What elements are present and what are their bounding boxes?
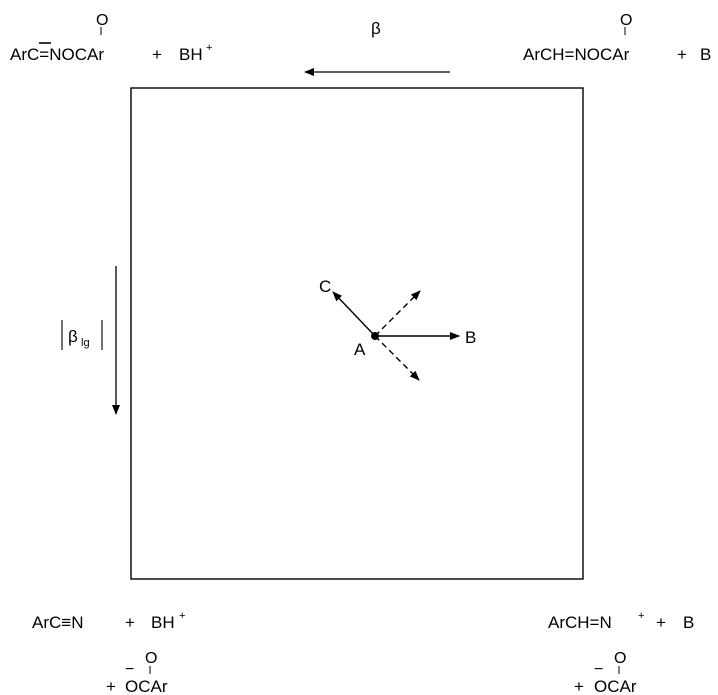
top-axis-label: β [371,19,381,38]
top-right-species: ArCH=NOCAr [523,45,630,64]
top-left-carbonyl-o: O [96,12,108,29]
top-right-carbonyl-o: O [620,12,632,29]
bottom-right-species: ArCH=N [548,613,612,632]
bottom-left-plus: + [125,613,135,632]
top-left-base: BH [179,45,203,64]
bottom-left-leaving-group: OCAr [125,677,168,695]
corner-top-left: O ArC=NOCAr + BH + [10,12,212,64]
bottom-right-leaving-o: O [614,650,626,667]
top-axis: β [304,19,450,76]
bottom-right-leaving-plus: + [574,677,584,695]
bottom-right-leaving-group: OCAr [594,677,637,695]
bottom-right-leaving-charge: − [594,661,603,678]
vector-a-to-c [332,291,376,337]
bottom-left-leaving-plus: + [106,677,116,695]
corner-bottom-right: ArCH=N + + B O − + OCAr [548,610,694,695]
point-a-dot [371,332,379,340]
left-axis-label-sub: lg [81,337,90,349]
bottom-right-species-charge: + [638,610,644,622]
bottom-left-leaving-o: O [145,650,157,667]
bottom-left-leaving-charge: − [125,661,134,678]
point-c-label: C [319,277,331,296]
point-b-label: B [465,328,476,347]
top-left-base-charge: + [206,42,212,54]
corner-top-right: O ArCH=NOCAr + B [523,12,711,64]
top-left-species: ArC=NOCAr [10,45,104,64]
vector-dashed-up [374,290,421,337]
transition-state-vectors: A B C [319,277,476,381]
top-right-plus: + [677,45,687,64]
bottom-left-base: BH [151,613,175,632]
point-a-label: A [354,340,366,359]
diagram-frame [130,87,584,580]
bottom-right-base: B [683,613,694,632]
bottom-left-species: ArC≡N [32,613,83,632]
left-axis-label: β [68,327,78,346]
bottom-right-plus: + [656,613,666,632]
vector-dashed-down [374,335,420,381]
corner-bottom-left: ArC≡N + BH + O − + OCAr [32,610,185,695]
left-axis: β lg [61,266,120,415]
bottom-left-base-charge: + [179,610,185,622]
top-left-plus: + [152,45,162,64]
top-right-base: B [700,45,711,64]
